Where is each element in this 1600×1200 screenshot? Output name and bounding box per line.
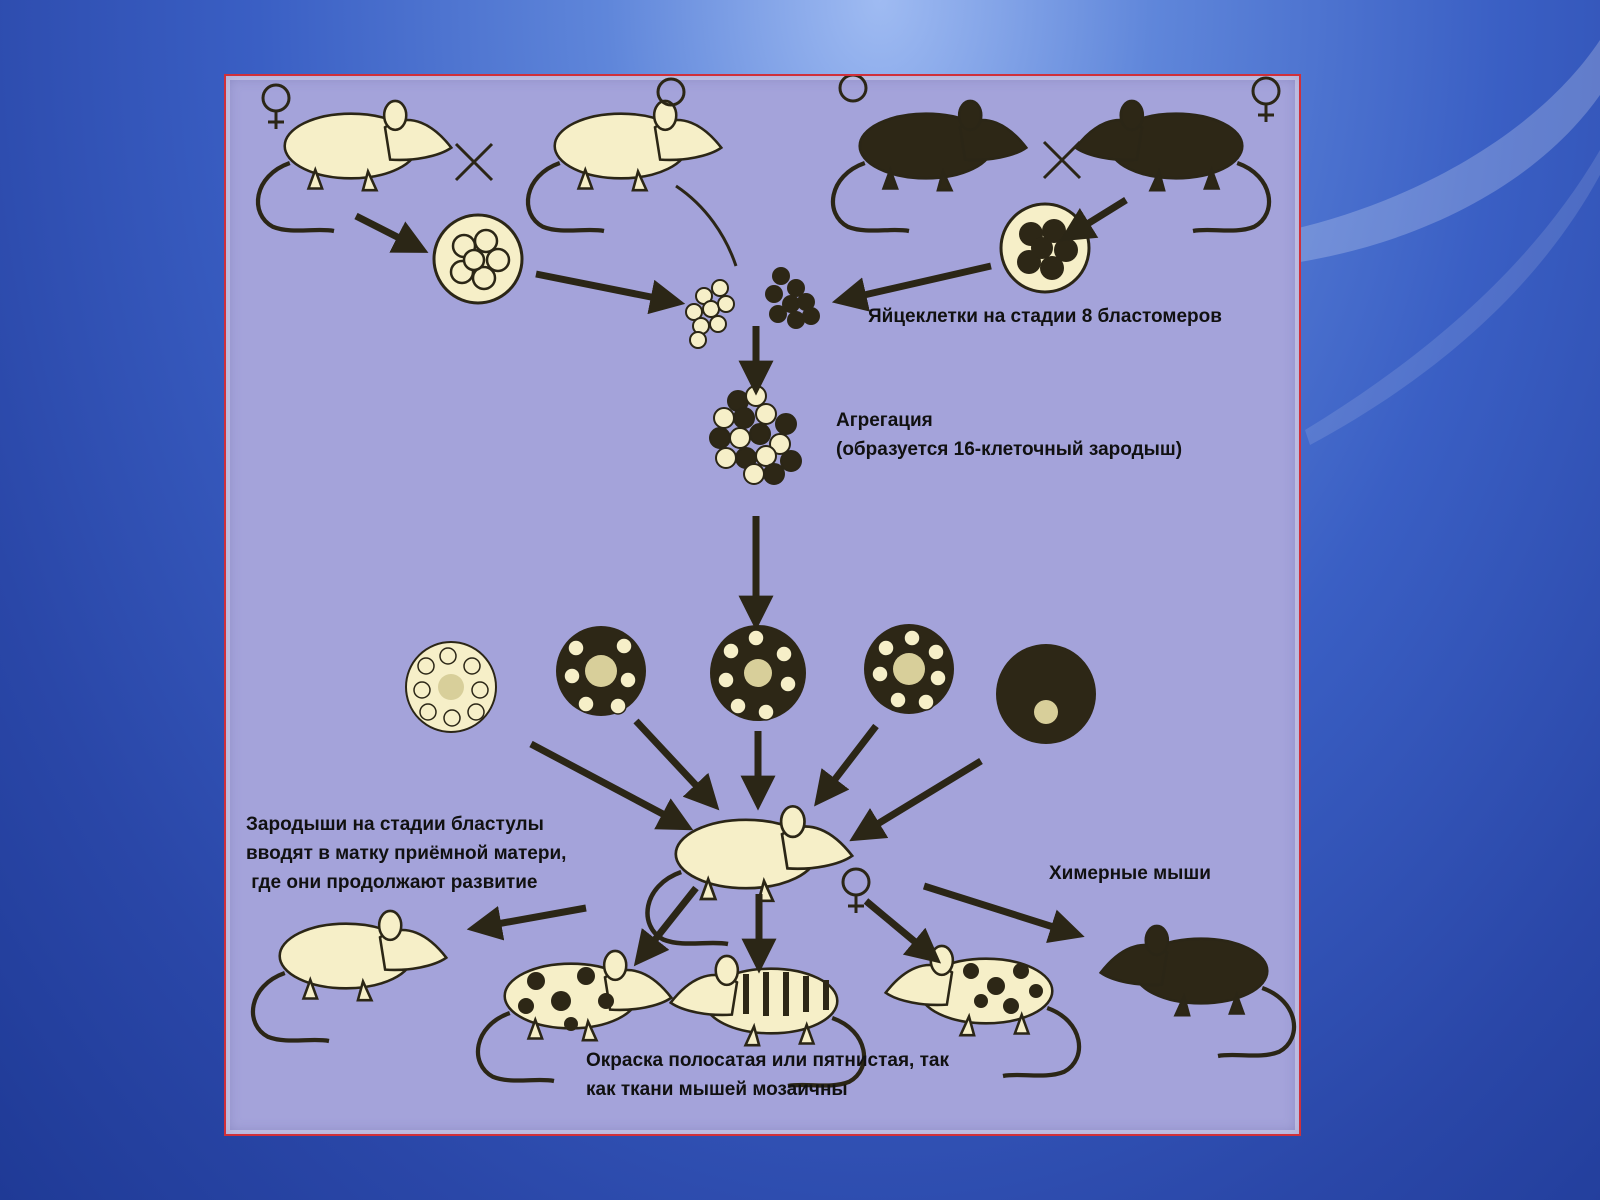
diagram-panel: Яйцеклетки на стадии 8 бластомеров Агрег…: [224, 74, 1301, 1136]
arrow-icon: [529, 740, 694, 831]
label-coloring-line2: как ткани мышей мозаичны: [586, 1079, 848, 1100]
arrow-icon: [849, 758, 983, 842]
arrow-icon: [354, 212, 429, 253]
offspring-light-mouse: [253, 911, 446, 1041]
arrow-icon: [922, 882, 1085, 944]
blastula-dark-spotted: [864, 624, 954, 714]
arrow-icon: [863, 898, 942, 964]
label-blastula-line1: Зародыши на стадии бластулы: [246, 814, 544, 835]
arrow-icon: [633, 885, 699, 967]
cross-symbol-icon: [454, 142, 494, 182]
offspring-spotted-mouse: [886, 946, 1079, 1076]
arrow-icon: [633, 718, 720, 811]
female-symbol-icon: [841, 867, 871, 913]
arrow-icon: [831, 262, 992, 312]
label-aggregation-detail: (образуется 16-клеточный зародыш): [836, 439, 1183, 460]
male-symbol-icon: [838, 76, 868, 103]
foster-mother-mouse: [647, 806, 852, 944]
blastula-dark: [996, 644, 1096, 744]
light-embryo-zona: [432, 213, 524, 305]
dark-8-cell-embryo: [765, 267, 820, 329]
offspring-striped-mouse: [671, 956, 864, 1086]
female-symbol-icon: [1251, 76, 1281, 122]
label-blastula-line2: вводят в матку приёмной матери,: [246, 843, 567, 864]
female-symbol-icon: [261, 83, 291, 129]
label-aggregation: Агрегация: [836, 410, 933, 431]
arrow-icon: [535, 270, 686, 315]
aggregate-16-cell-embryo: [709, 385, 802, 485]
dark-embryo-zona: [999, 202, 1091, 294]
offspring-spotted-mouse: [478, 951, 671, 1081]
cross-symbol-icon: [1042, 140, 1082, 180]
arrow-icon: [466, 904, 587, 941]
light-8-cell-embryo: [685, 279, 735, 349]
dark-male-mouse: [833, 101, 1026, 231]
blastula-light-spotted: [556, 626, 646, 716]
label-coloring-line1: Окраска полосатая или пятнистая, так: [586, 1050, 949, 1071]
offspring-dark-mouse: [1101, 926, 1294, 1056]
label-blastula-line3: где они продолжают развитие: [246, 872, 538, 893]
blastula-mixed: [710, 625, 806, 721]
blastula-light: [405, 641, 497, 733]
chimera-diagram: [226, 76, 1301, 1136]
light-female-mouse: [258, 101, 451, 231]
light-male-mouse: [528, 101, 738, 267]
arrow-icon: [1059, 197, 1128, 242]
arrow-icon: [814, 723, 879, 807]
male-symbol-icon: [656, 77, 686, 107]
label-eggs-8-blastomeres: Яйцеклетки на стадии 8 бластомеров: [868, 306, 1222, 327]
label-chimeric-mice: Химерные мыши: [1049, 863, 1211, 884]
